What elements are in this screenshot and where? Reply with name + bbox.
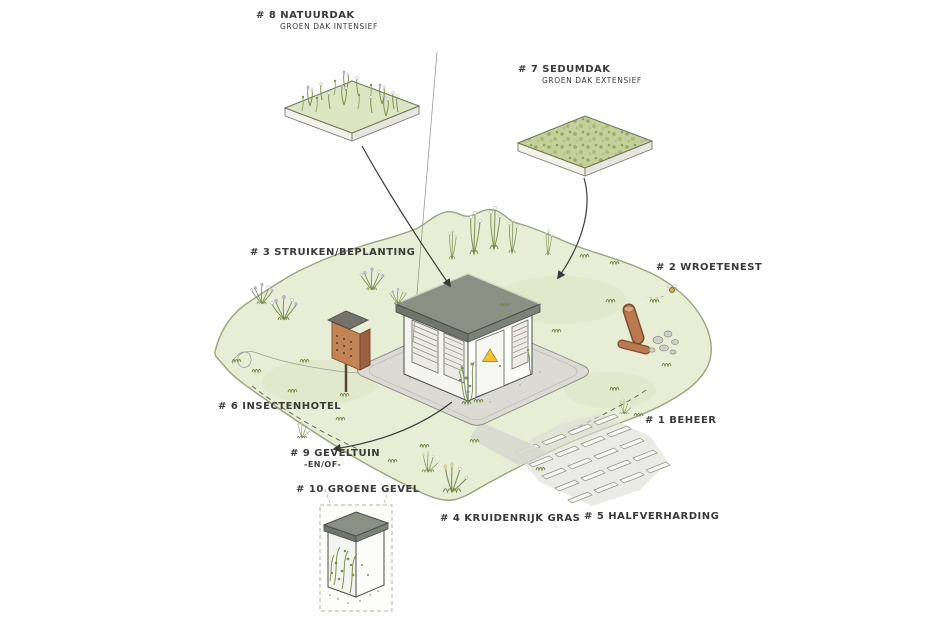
annotation-arrows — [332, 145, 588, 453]
detail-inset — [319, 504, 393, 612]
insect-hotel-holes — [336, 335, 352, 357]
label-beheer-text: # 1 BEHEER — [645, 415, 717, 426]
label-natuurdak: # 8 NATUURDAK GROEN DAK INTENSIEF — [256, 10, 378, 31]
label-beheer: # 1 BEHEER — [645, 415, 716, 426]
label-sedumdak: # 7 SEDUMDAK GROEN DAK EXTENSIEF — [518, 64, 642, 85]
ventilation-louvres — [411, 51, 529, 384]
paving-strips — [512, 413, 671, 506]
pencil-squiggle — [231, 351, 366, 374]
inset-leader-left — [324, 488, 331, 504]
label-insectenhotel: # 6 INSECTENHOTEL — [218, 401, 341, 412]
label-geveltuin-connector: -EN/OF- — [304, 460, 342, 469]
management-boundary-dashes — [251, 385, 647, 450]
label-natuurdak-subtitle: GROEN DAK INTENSIEF — [280, 22, 378, 31]
green-roof-panel-intensive — [283, 70, 421, 142]
label-kruidenrijk-gras: # 4 KRUIDENRIJK GRAS — [440, 513, 580, 524]
label-natuurdak-title: # 8 NATUURDAK — [256, 10, 355, 21]
label-wroetenest-text: # 2 WROETENEST — [656, 262, 763, 273]
arrow-sedumdak-to-roof — [557, 177, 588, 280]
label-halfverharding-text: # 5 HALFVERHARDING — [584, 511, 720, 522]
inset-building-corner — [322, 511, 390, 598]
label-wroetenest: # 2 WROETENEST — [656, 262, 762, 273]
label-kruidenrijk-gras-text: # 4 KRUIDENRIJK GRAS — [440, 513, 581, 524]
green-facade — [458, 348, 532, 405]
label-groene-gevel-text: # 10 GROENE GEVEL — [296, 484, 420, 495]
label-geveltuin-text: # 9 GEVELTUIN — [290, 448, 381, 459]
logs-and-stones — [617, 303, 679, 355]
label-geveltuin: # 9 GEVELTUIN -EN/OF- — [290, 448, 380, 469]
label-insectenhotel-text: # 6 INSECTENHOTEL — [218, 401, 342, 412]
label-struiken: # 3 STRUIKEN/BEPLANTING — [250, 247, 415, 258]
arrow-natuurdak-to-roof — [361, 145, 451, 288]
inset-leader-right — [383, 488, 390, 504]
label-halfverharding: # 5 HALFVERHARDING — [584, 511, 719, 522]
inset-vegetation — [329, 546, 369, 594]
label-sedumdak-subtitle: GROEN DAK EXTENSIEF — [542, 76, 642, 85]
label-groene-gevel: # 10 GROENE GEVEL — [296, 484, 420, 495]
bee-icon — [645, 284, 678, 299]
sedum-roof-panel-extensive — [516, 115, 654, 177]
warning-triangle-icon — [481, 348, 499, 362]
insect-hotel — [326, 310, 371, 397]
building-roof — [394, 273, 542, 343]
door-handle — [499, 365, 501, 367]
arrow-facade-to-label — [332, 401, 453, 453]
label-sedumdak-title: # 7 SEDUMDAK — [518, 64, 611, 75]
substation-building — [394, 51, 542, 405]
building-door — [475, 329, 505, 398]
inset-gravel — [329, 590, 379, 604]
label-struiken-text: # 3 STRUIKEN/BEPLANTING — [250, 247, 416, 258]
